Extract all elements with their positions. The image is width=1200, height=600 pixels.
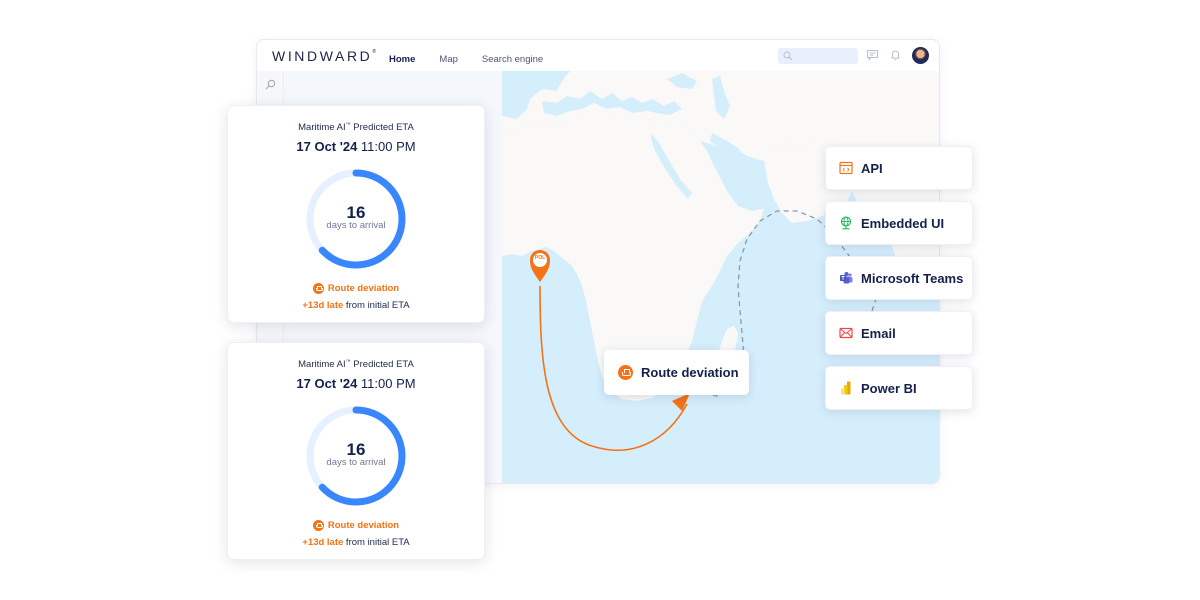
teams-icon — [840, 272, 853, 284]
globe-icon — [840, 216, 852, 230]
route-deviation-tooltip[interactable]: Route deviation — [604, 350, 749, 395]
late-status: +13d late from initial ETA — [302, 537, 410, 549]
days-count: 16 — [346, 203, 366, 223]
route-deviation-alert: Route deviation — [228, 520, 484, 532]
late-status: +13d late from initial ETA — [302, 300, 410, 312]
main-nav: Home Map Search engine — [389, 54, 567, 65]
user-avatar[interactable] — [912, 47, 929, 64]
eta-card[interactable]: Maritime AI™ Predicted ETA 17 Oct '24 11… — [227, 342, 485, 560]
windward-logo[interactable]: WINDWARD® — [272, 48, 377, 64]
ship-alert-icon — [312, 283, 324, 295]
integration-api[interactable]: API — [825, 146, 973, 190]
integration-power-bi[interactable]: Power BI — [825, 366, 973, 410]
ship-alert-icon — [312, 520, 324, 532]
nav-map[interactable]: Map — [439, 54, 458, 65]
days-progress-ring: 16 days to arrival — [304, 167, 408, 271]
route-deviation-alert: Route deviation — [228, 283, 484, 295]
nav-search-engine[interactable]: Search engine — [481, 54, 544, 65]
search-input[interactable] — [778, 48, 858, 64]
days-count: 16 — [346, 440, 366, 460]
eta-card[interactable]: Maritime AI™ Predicted ETA 17 Oct '24 11… — [227, 105, 485, 323]
port-marker-label: POL — [534, 255, 546, 261]
eta-date: 17 Oct '24 11:00 PM — [296, 139, 416, 155]
message-icon[interactable] — [867, 50, 878, 60]
email-icon — [839, 327, 853, 339]
ship-alert-icon — [618, 365, 633, 380]
port-marker[interactable] — [530, 250, 550, 282]
days-label: days to arrival — [326, 457, 386, 469]
eta-card-title: Maritime AI™ Predicted ETA — [298, 122, 414, 134]
top-bar: WINDWARD® Home Map Search engine — [257, 40, 939, 71]
days-progress-ring: 16 days to arrival — [304, 404, 408, 508]
search-zoom-icon[interactable] — [265, 79, 276, 90]
eta-card-title: Maritime AI™ Predicted ETA — [298, 359, 414, 371]
integration-email[interactable]: Email — [825, 311, 973, 355]
nav-home[interactable]: Home — [389, 54, 416, 65]
bell-icon[interactable] — [891, 50, 900, 61]
route-arrowhead — [672, 393, 690, 411]
days-label: days to arrival — [326, 220, 386, 232]
integration-embedded-ui[interactable]: Embedded UI — [825, 201, 973, 245]
search-icon — [783, 51, 793, 61]
api-icon — [839, 161, 853, 175]
integration-microsoft-teams[interactable]: Microsoft Teams — [825, 256, 973, 300]
powerbi-icon — [841, 381, 851, 395]
eta-date: 17 Oct '24 11:00 PM — [296, 376, 416, 392]
